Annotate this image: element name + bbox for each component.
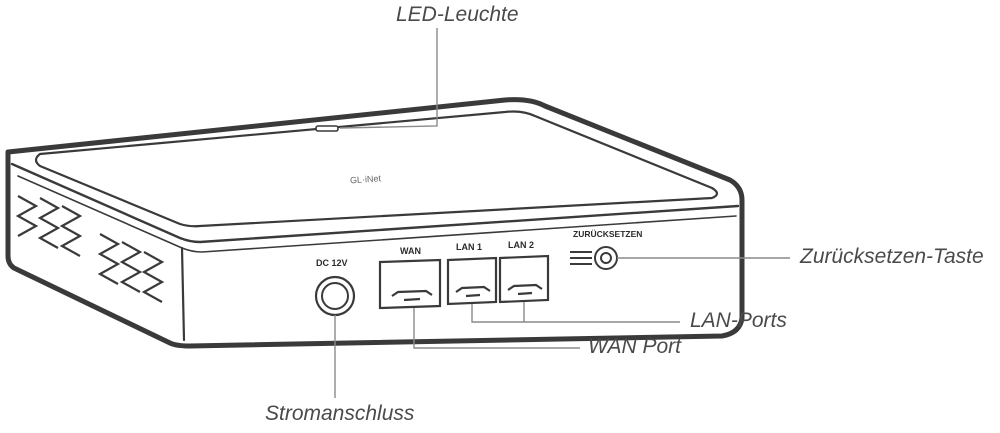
lan1-port [446,256,498,306]
router-body-outline [5,97,745,349]
lan1-port-label: LAN 1 [456,242,482,252]
wan-port-label: WAN [400,246,421,256]
lan2-port-label: LAN 2 [508,240,534,250]
callout-led: LED-Leuchte [396,3,519,26]
leader-wan [413,308,580,349]
router-top-panel [34,110,719,228]
callout-lan: LAN-Ports [690,309,787,332]
router-corner-edge [180,246,186,342]
vent-left [15,195,83,257]
callout-reset: Zurücksetzen-Taste [800,245,984,268]
callout-wan: WAN Port [588,335,681,358]
leader-lines [334,28,790,398]
router-front-edge [10,162,740,244]
reset-button-label: ZURÜCKSETZEN [573,229,642,239]
callout-power: Stromanschluss [265,402,415,425]
led-indicator [315,125,339,132]
vent-right [97,233,165,303]
dc-port-label: DC 12V [316,258,348,268]
brand-logo: GL·iNet [350,173,382,185]
lan2-port [498,254,550,304]
leader-lan [471,302,680,323]
dc-power-port [314,275,356,317]
reset-button [570,246,618,270]
wan-port [378,258,442,310]
leader-led [339,28,438,129]
